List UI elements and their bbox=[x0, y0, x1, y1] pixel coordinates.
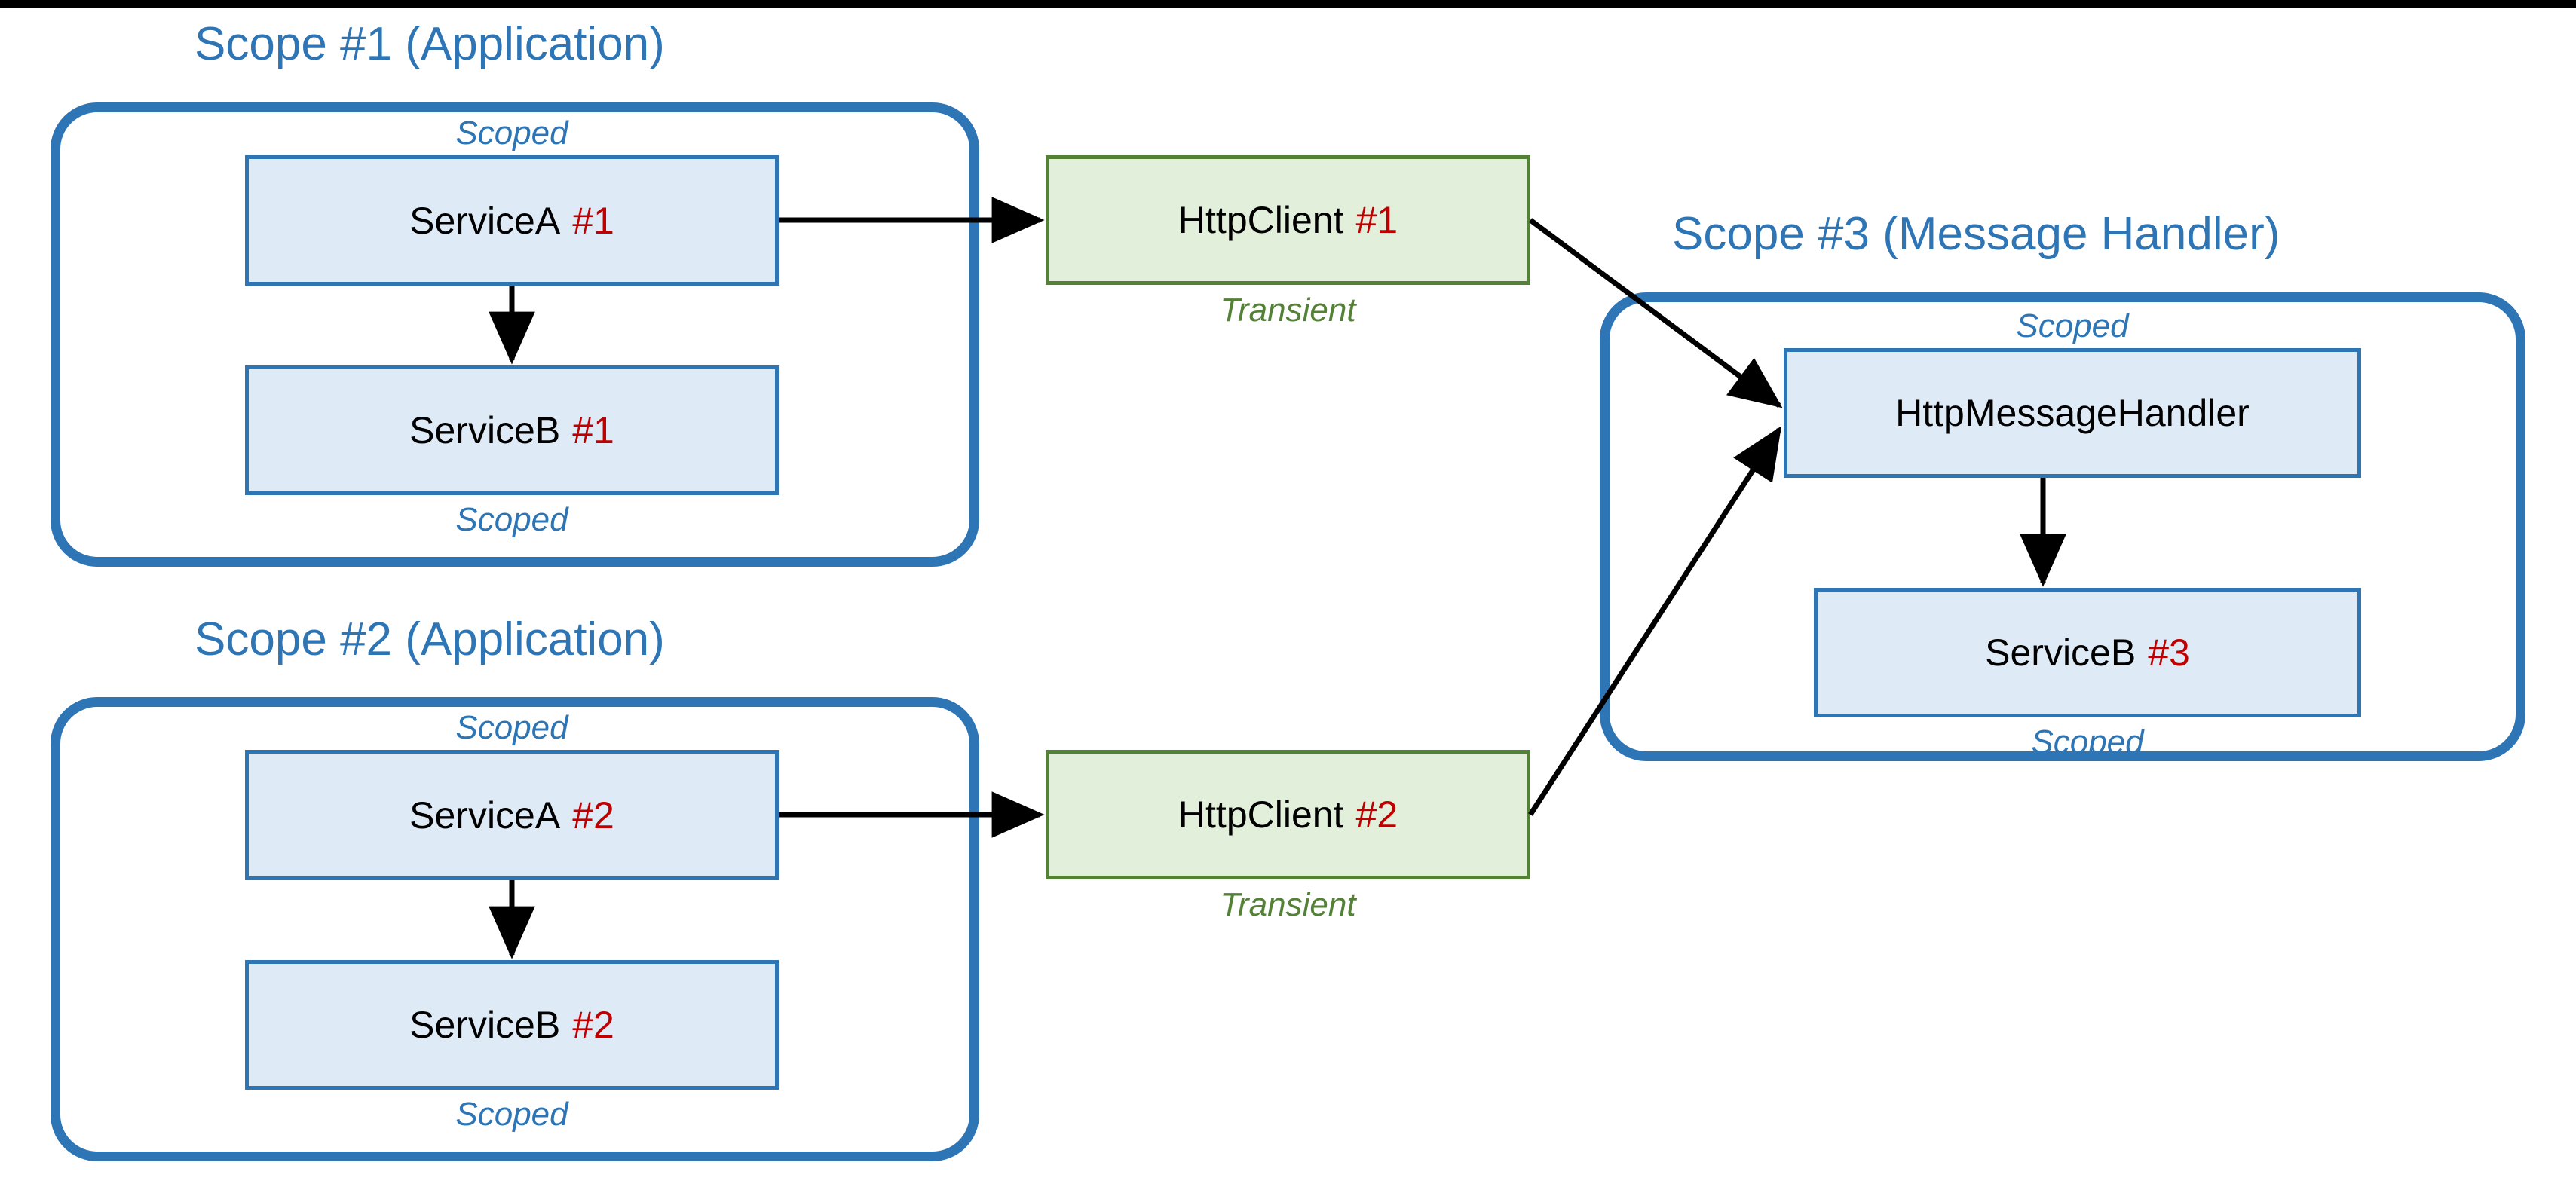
lifetime-label-httpmessagehandler: Scoped bbox=[2016, 307, 2129, 344]
node-instance-hash: #2 bbox=[1355, 794, 1398, 836]
node-instance-hash: #3 bbox=[2148, 632, 2190, 674]
scope-2-title: Scope #2 (Application) bbox=[195, 613, 665, 665]
node-httpmessagehandler[interactable]: HttpMessageHandler bbox=[1784, 348, 2361, 478]
node-serviceb-3[interactable]: ServiceB #3 bbox=[1814, 588, 2361, 717]
node-label: HttpMessageHandler bbox=[1895, 392, 2250, 434]
node-serviceb-1[interactable]: ServiceB #1 bbox=[245, 365, 779, 495]
node-servicea-2[interactable]: ServiceA #2 bbox=[245, 750, 779, 880]
scope-1-title: Scope #1 (Application) bbox=[195, 18, 665, 70]
lifetime-label-servicea-2: Scoped bbox=[455, 709, 568, 746]
node-label: ServiceB bbox=[409, 409, 561, 451]
lifetime-label-httpclient-1: Transient bbox=[1220, 292, 1356, 329]
node-label: ServiceA bbox=[409, 199, 561, 242]
lifetime-label-serviceb-3: Scoped bbox=[2031, 723, 2144, 760]
lifetime-label-httpclient-2: Transient bbox=[1220, 886, 1356, 923]
node-label: ServiceA bbox=[409, 794, 561, 837]
node-label: HttpClient bbox=[1178, 199, 1344, 241]
node-label: HttpClient bbox=[1178, 794, 1344, 836]
lifetime-label-serviceb-2: Scoped bbox=[455, 1096, 568, 1133]
node-label: ServiceB bbox=[409, 1004, 561, 1046]
node-serviceb-2[interactable]: ServiceB #2 bbox=[245, 960, 779, 1090]
node-httpclient-1[interactable]: HttpClient #1 bbox=[1046, 155, 1530, 285]
node-instance-hash: #1 bbox=[572, 199, 614, 242]
node-servicea-1[interactable]: ServiceA #1 bbox=[245, 155, 779, 286]
node-label: ServiceB bbox=[1985, 632, 2136, 674]
node-instance-hash: #2 bbox=[572, 794, 614, 837]
top-black-bar bbox=[0, 0, 2576, 8]
scope-3-title: Scope #3 (Message Handler) bbox=[1672, 208, 2280, 260]
lifetime-label-servicea-1: Scoped bbox=[455, 115, 568, 151]
node-instance-hash: #1 bbox=[1355, 199, 1398, 241]
node-httpclient-2[interactable]: HttpClient #2 bbox=[1046, 750, 1530, 879]
node-instance-hash: #2 bbox=[572, 1004, 614, 1046]
node-instance-hash: #1 bbox=[572, 409, 614, 451]
lifetime-label-serviceb-1: Scoped bbox=[455, 501, 568, 538]
scope-3-container bbox=[1600, 292, 2525, 761]
